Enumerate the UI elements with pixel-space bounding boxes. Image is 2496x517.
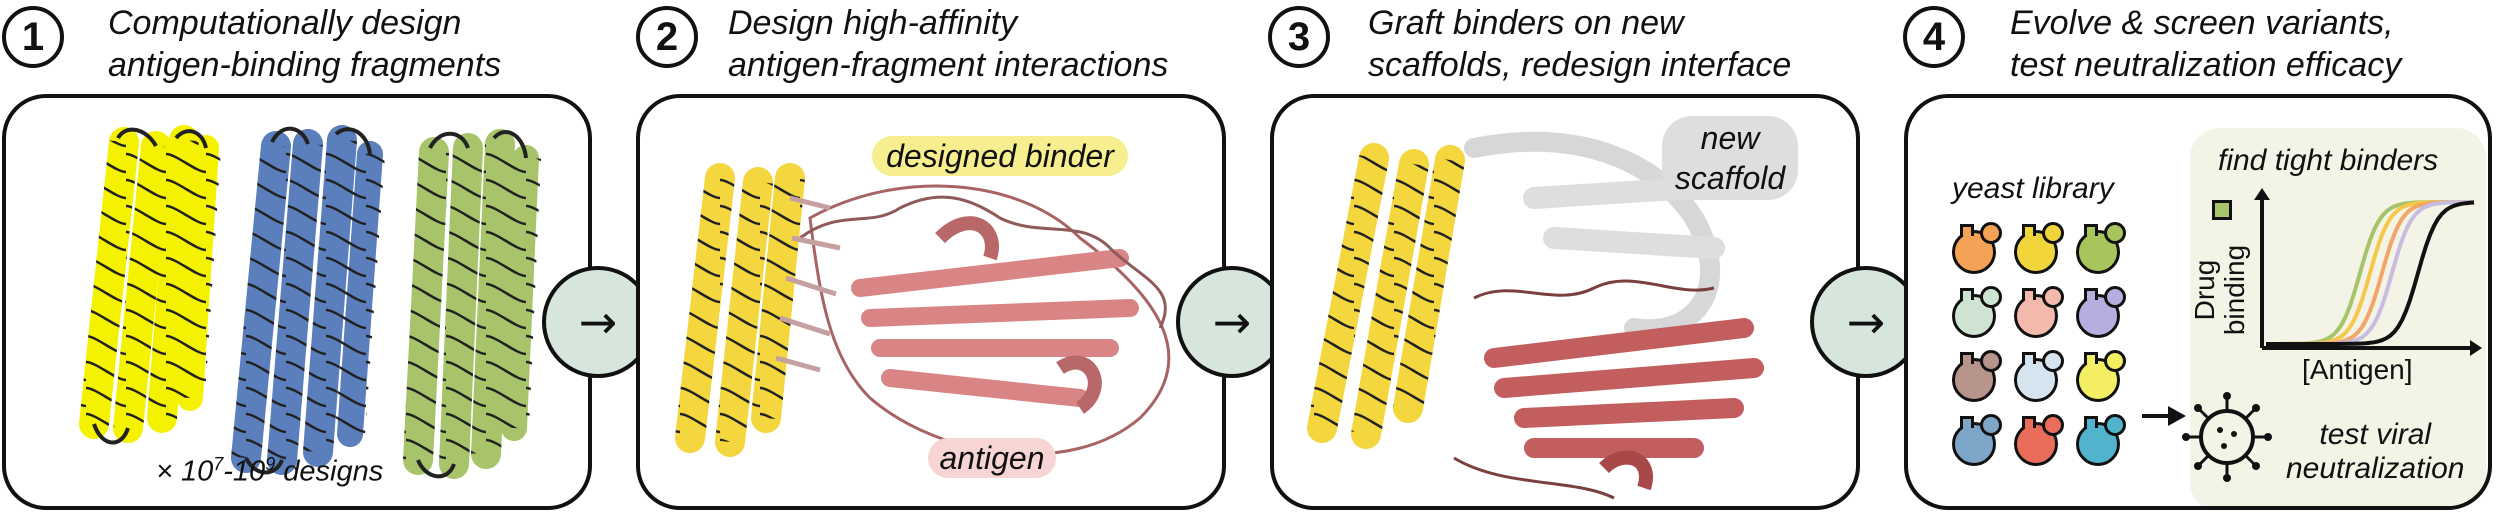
new-scaffold-line1: new — [1700, 120, 1760, 156]
blue-helix-bundle — [231, 125, 385, 475]
step-4-title: Evolve & screen variants, test neutraliz… — [2010, 2, 2401, 86]
yeast-cell-icon — [2012, 286, 2064, 338]
designs-count-label: × 107-109 designs — [156, 454, 383, 489]
yeast-library-grid — [1950, 222, 2130, 466]
yeast-cell-icon — [2074, 222, 2126, 274]
panel-2-binder-antigen-complex: designed binder antigen — [636, 94, 1226, 510]
binding-curves — [2266, 200, 2475, 346]
step-1-title-line2: antigen-binding fragments — [108, 46, 502, 84]
find-tight-binders-label: find tight binders — [2218, 144, 2439, 177]
yeast-library-label: yeast library — [1952, 172, 2114, 205]
helix-bundles — [79, 125, 541, 479]
right-arrow-icon: → — [578, 295, 618, 349]
designs-exp1: 7 — [213, 454, 224, 474]
step-2-number: 2 — [636, 6, 698, 68]
new-scaffold-structure — [1464, 131, 1725, 340]
drug-icon — [2212, 200, 2232, 220]
grafted-scaffold-structure — [1307, 131, 1764, 500]
designs-prefix: × 10 — [156, 455, 214, 488]
new-scaffold-label: new scaffold — [1662, 116, 1798, 200]
yeast-cell-icon — [1950, 414, 2002, 466]
test-neutralization-label: test viral neutralization — [2286, 418, 2464, 486]
step-3-title-line1: Graft binders on new — [1368, 4, 1684, 42]
binding-curve — [2266, 200, 2474, 346]
binding-curve — [2266, 200, 2475, 346]
yeast-cell-icon — [2012, 350, 2064, 402]
x-axis-label: [Antigen] — [2302, 354, 2413, 385]
yeast-cell-icon — [2012, 414, 2064, 466]
step-2-title-line2: antigen-fragment interactions — [728, 46, 1169, 84]
y-axis-label-line1: Drug — [2189, 259, 2220, 321]
step-1-title: Computationally design antigen-binding f… — [108, 2, 501, 86]
virus-icon — [2182, 392, 2272, 482]
yellow-helix-bundle — [79, 125, 221, 445]
antigen-structure — [1453, 279, 1764, 500]
step-4-title-line2: test neutralization efficacy — [2010, 46, 2402, 84]
step-2-title-line1: Design high-affinity — [728, 4, 1018, 42]
designs-suffix: designs — [275, 455, 384, 488]
panel-3-scaffold-graft: new scaffold — [1270, 94, 1860, 510]
step-3-title-line2: scaffolds, redesign interface — [1368, 46, 1792, 84]
binding-curve-plot — [2254, 188, 2482, 356]
designed-binder-label: designed binder — [872, 136, 1128, 176]
step-2-title: Design high-affinity antigen-fragment in… — [728, 2, 1168, 86]
arrow-3-to-4: → — [1810, 266, 1922, 378]
test-line1: test viral — [2319, 418, 2432, 451]
yeast-cell-icon — [2074, 350, 2126, 402]
arrow-2-to-3: → — [1176, 266, 1288, 378]
yeast-cell-icon — [1950, 350, 2002, 402]
panel-1-binder-designs: × 107-109 designs — [2, 94, 592, 510]
green-helix-bundle — [403, 129, 541, 479]
step-4-number: 4 — [1903, 6, 1965, 68]
right-arrow-icon: → — [1846, 295, 1886, 349]
yeast-cell-icon — [1950, 286, 2002, 338]
new-scaffold-line2: scaffold — [1674, 160, 1786, 196]
grafted-binder-structure — [1307, 143, 1465, 449]
yeast-cell-icon — [1950, 222, 2002, 274]
test-line2: neutralization — [2286, 452, 2465, 485]
binder-antigen-structure — [675, 163, 1171, 457]
screen-arrow — [2142, 406, 2186, 426]
step-3-title: Graft binders on new scaffolds, redesign… — [1368, 2, 1791, 86]
step-1-number: 1 — [2, 6, 64, 68]
step-4-title-line1: Evolve & screen variants, — [2010, 4, 2394, 42]
screening-box: find tight binders Drug binding [Antigen… — [2182, 128, 2486, 506]
designed-binder-structure — [675, 163, 841, 457]
step-3-number: 3 — [1268, 6, 1330, 68]
designs-mid: -10 — [223, 455, 266, 488]
arrow-1-to-2: → — [542, 266, 654, 378]
antigen-structure — [799, 184, 1171, 456]
y-axis-label: Drug binding — [2189, 200, 2250, 344]
yeast-cell-icon — [2074, 414, 2126, 466]
panel-4-screening: yeast library find tight binders Drug bi… — [1904, 94, 2492, 510]
designs-exp2: 9 — [265, 454, 276, 474]
yeast-cell-icon — [2074, 286, 2126, 338]
y-axis-label-line2: binding — [2219, 244, 2250, 336]
antigen-label: antigen — [928, 438, 1056, 478]
step-1-title-line1: Computationally design — [108, 4, 462, 42]
right-arrow-icon: → — [1212, 295, 1252, 349]
yeast-cell-icon — [2012, 222, 2064, 274]
